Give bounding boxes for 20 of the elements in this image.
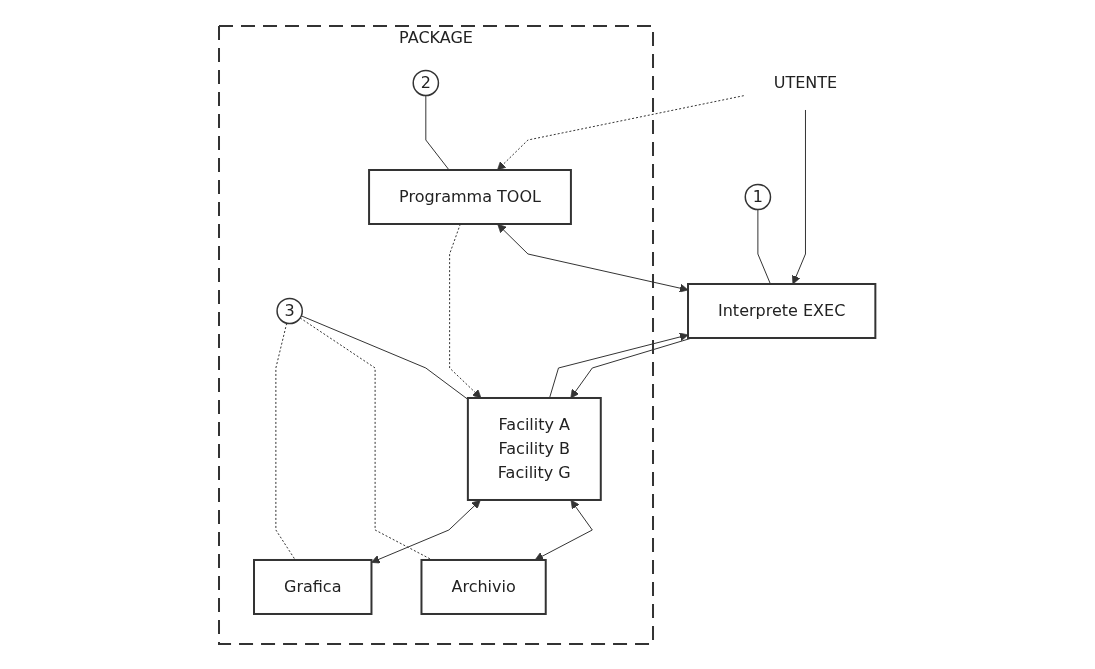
connector [275, 322, 297, 560]
node-circle: 3 [276, 297, 304, 324]
connector [301, 314, 469, 400]
node-text: UTENTE [774, 72, 838, 92]
connector [425, 94, 450, 170]
arrow [497, 223, 689, 292]
node-box: Archivio [420, 558, 548, 615]
arrow [371, 499, 481, 563]
arrow [497, 94, 745, 170]
connector [757, 208, 772, 284]
node-box: Programma TOOL [368, 168, 573, 225]
node-box: Grafica [253, 558, 373, 615]
node-box: Interprete EXEC [687, 282, 877, 339]
node-box: Facility A Facility B Facility G [467, 396, 603, 501]
arrow [549, 332, 689, 398]
arrow [449, 223, 482, 398]
arrow [535, 499, 594, 560]
arrow [792, 109, 807, 284]
node-circle: 2 [412, 69, 440, 96]
node-circle: 1 [744, 183, 772, 210]
